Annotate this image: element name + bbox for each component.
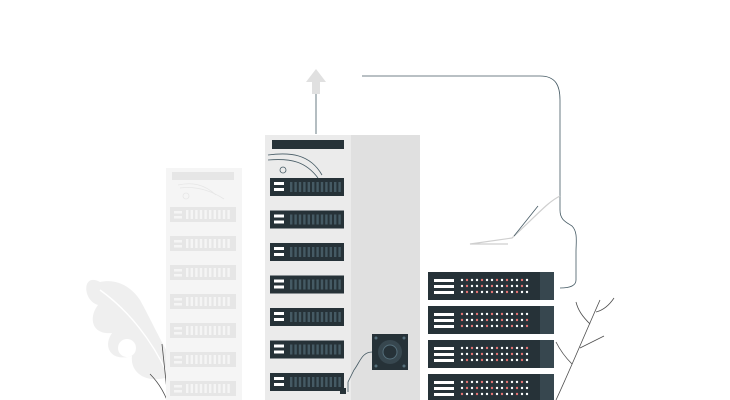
tower-drive-module <box>270 210 344 229</box>
network-cable <box>362 75 577 289</box>
tower-drive-module <box>270 308 344 326</box>
stack-server-unit <box>428 374 554 400</box>
ghost-server-rack <box>166 168 242 400</box>
tower-top-panel <box>272 140 344 149</box>
ghost-drive-module <box>170 294 236 309</box>
ghost-drive-module <box>170 207 236 222</box>
server-tower <box>265 135 351 400</box>
tower-drive-module <box>270 178 344 196</box>
stack-server-unit <box>428 272 554 306</box>
cooling-fan-icon <box>340 334 408 394</box>
upload-arrow-icon <box>306 69 326 134</box>
tower-drive-module <box>270 275 344 294</box>
tower-drive-module <box>270 340 344 359</box>
cable-branch <box>469 195 561 245</box>
ghost-drive-module <box>170 352 236 367</box>
ghost-drive-module <box>170 323 236 338</box>
tower-drive-module <box>270 373 344 391</box>
leaf-icon <box>86 279 172 380</box>
stack-server-unit <box>428 340 554 374</box>
ghost-drive-module <box>170 381 236 396</box>
ghost-drive-module <box>170 236 236 251</box>
ghost-drive-module <box>170 265 236 280</box>
server-stack <box>428 272 554 400</box>
tower-drive-module <box>270 243 344 261</box>
stack-server-unit <box>428 306 554 340</box>
plant-sprig-icon <box>555 297 615 400</box>
